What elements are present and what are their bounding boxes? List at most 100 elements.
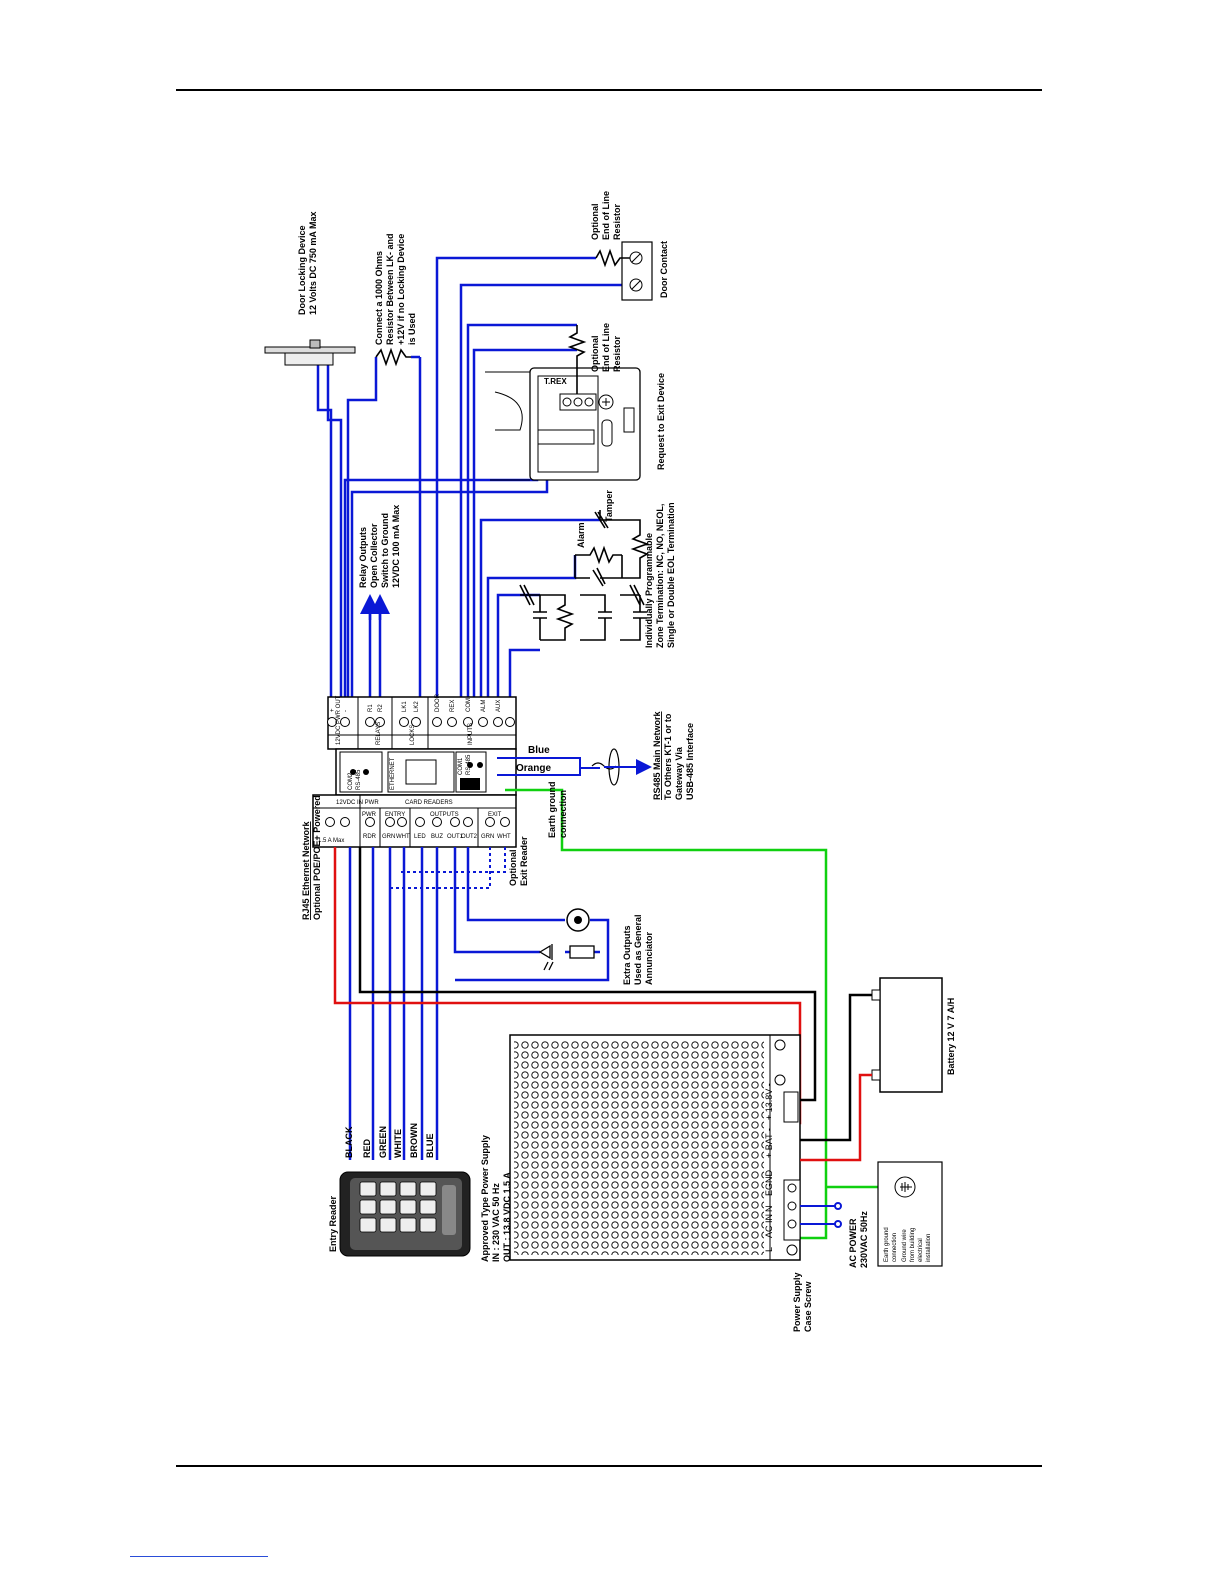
battery-pos-wire	[800, 1073, 872, 1162]
controller-bottom-pins	[325, 817, 510, 827]
ctrl-hdr-locks: LOCKS	[410, 725, 416, 745]
wire-label-white: WHITE	[393, 1129, 403, 1158]
case-screw-label: Power Supply Case Screw	[792, 1270, 813, 1332]
alarm-zone	[574, 510, 650, 587]
pin-lk1: LK1	[402, 701, 408, 712]
pin-aux: AUX	[496, 700, 502, 712]
ctrl-hdr-inputs: INPUTS	[468, 723, 474, 745]
battery-label: Battery 12 V 7 A/H	[946, 998, 956, 1075]
psu-13v8: + 13.8V -	[764, 1083, 774, 1120]
pin-r1: R1	[368, 704, 374, 712]
earth-box-text: Earth ground connection Ground wire from…	[884, 1226, 932, 1262]
battery-neg-wire	[800, 993, 872, 1142]
wire-color-labels: BLACK RED GREEN WHITE BROWN BLUE	[344, 1123, 435, 1158]
in-pwr-note: 1.5 A Max	[318, 838, 344, 844]
header-rule	[176, 89, 1042, 91]
com2-sub: RS-485	[356, 769, 362, 790]
relay-outputs-label: Relay Outputs Open Collector Switch to G…	[358, 505, 401, 588]
ctrl-hdr-relays: RELAYS	[376, 722, 382, 745]
ethernet-label: ETHERNET	[390, 757, 396, 790]
blue-wire-label: Blue	[528, 745, 550, 756]
psu-n: N	[764, 1206, 774, 1213]
pin-exit-wht: WHT	[497, 834, 511, 840]
pin-com: COM	[466, 698, 472, 712]
footer-rule	[176, 1465, 1042, 1467]
entry-reader-label: Entry Reader	[328, 1195, 338, 1252]
psu-egnd: EGND	[764, 1169, 774, 1196]
ctrl-hdr-in-pwr: 12VDC IN PWR	[336, 800, 379, 806]
alarm-label: Alarm	[576, 522, 586, 548]
com-pins	[350, 762, 483, 775]
ac-power-label: AC POWER 230VAC 50Hz	[848, 1211, 869, 1268]
ctrl-hdr-pwr-out: 12VDC PWR OUT	[336, 695, 342, 745]
ctrl-hdr-exit: EXIT	[488, 812, 502, 818]
lock-resistor	[375, 347, 411, 367]
pin-rex: REX	[450, 700, 456, 712]
rex-resistor	[567, 325, 587, 394]
tamper-label: Tamper	[604, 490, 614, 522]
rs485-wires	[497, 748, 652, 786]
zone-termination-samples	[519, 584, 647, 641]
pin-rdr: RDR	[363, 834, 377, 840]
footer-link-underline	[130, 1556, 268, 1557]
pin-out1: OUT1	[447, 834, 464, 840]
controller-top-pins	[327, 717, 515, 727]
zone-termination-label: Individually Programmable Zone Terminati…	[644, 501, 676, 648]
wire-label-black: BLACK	[344, 1126, 354, 1158]
wire-label-brown: BROWN	[409, 1123, 419, 1158]
psu-terminal-labels: AC IN L N EGND + BAT - + 13.8V -	[764, 1083, 774, 1252]
orange-wire-label: Orange	[516, 763, 551, 774]
led-indicator	[538, 944, 595, 971]
earth-ground-box	[877, 1161, 943, 1267]
pin-plus: +	[330, 708, 336, 712]
controller-text: 12VDC PWR OUT RELAYS LOCKS INPUTS + - R1…	[318, 693, 511, 844]
door-lock-label: Door Locking Device 12 Volts DC 750 mA M…	[297, 211, 318, 315]
door-contact-label: Door Contact	[659, 241, 669, 298]
request-to-exit-label: Request to Exit Device	[656, 373, 666, 470]
wire-label-green: GREEN	[378, 1126, 388, 1158]
optional-exit-reader-wires	[388, 847, 506, 889]
ctrl-hdr-card-readers: CARD READERS	[405, 800, 453, 806]
power-supply	[509, 1034, 801, 1261]
com1-label: COM1	[458, 757, 464, 775]
door-contact-resistor	[595, 248, 630, 268]
psu-ac-in: AC IN	[764, 1214, 774, 1238]
pin-r2: R2	[378, 704, 384, 712]
pin-door: DOOR	[435, 693, 441, 712]
com2-label: COM2	[348, 772, 354, 790]
rex-device	[485, 367, 641, 481]
ctrl-hdr-entry: ENTRY	[385, 812, 405, 818]
pin-lk2: LK2	[414, 701, 420, 712]
pin-grn: GRN	[382, 834, 395, 840]
pin-minus: -	[343, 710, 349, 712]
com1-sub: RS-485	[466, 754, 472, 775]
pin-out2: OUT2	[461, 834, 478, 840]
earth-ground-conn-label: Earth ground connection	[547, 779, 568, 838]
battery	[871, 977, 943, 1093]
pin-wht: WHT	[396, 834, 410, 840]
optional-eol-label-1: Optional End of Line Resistor	[590, 188, 622, 240]
ctrl-hdr-pwr: PWR	[362, 812, 377, 818]
wire-label-red: RED	[362, 1138, 372, 1158]
relay-arrows	[360, 594, 390, 620]
pin-led: LED	[414, 834, 426, 840]
psu-l: L	[764, 1247, 774, 1252]
ctrl-hdr-outputs: OUTPUTS	[430, 812, 459, 818]
door-contact	[621, 241, 653, 301]
optional-exit-reader-label: Optional Exit Reader	[508, 836, 529, 886]
ac-wires	[800, 1202, 842, 1228]
rex-brand: T.REX	[544, 377, 567, 386]
wire-label-blue: BLUE	[425, 1134, 435, 1159]
rj45-label: RJ45 Ethernet Network Optional POE/POE+ …	[301, 795, 322, 920]
rs485-network-label: RS485 Main Network To Others KT-1 or to …	[652, 709, 695, 800]
pin-buz: BUZ	[431, 834, 443, 840]
psu-bat: + BAT -	[764, 1128, 774, 1158]
extra-outputs-label: Extra Outputs Used as General Annunciato…	[622, 912, 654, 985]
door-lock-device	[264, 339, 356, 366]
optional-eol-label-2: Optional End of Line Resistor	[590, 320, 622, 372]
resistor-note: Connect a 1000 Ohms Resistor Between LK-…	[374, 231, 417, 345]
green-earth-wire	[505, 788, 828, 1240]
pin-alm: ALM	[481, 700, 487, 712]
pin-exit-grn: GRN	[481, 834, 494, 840]
